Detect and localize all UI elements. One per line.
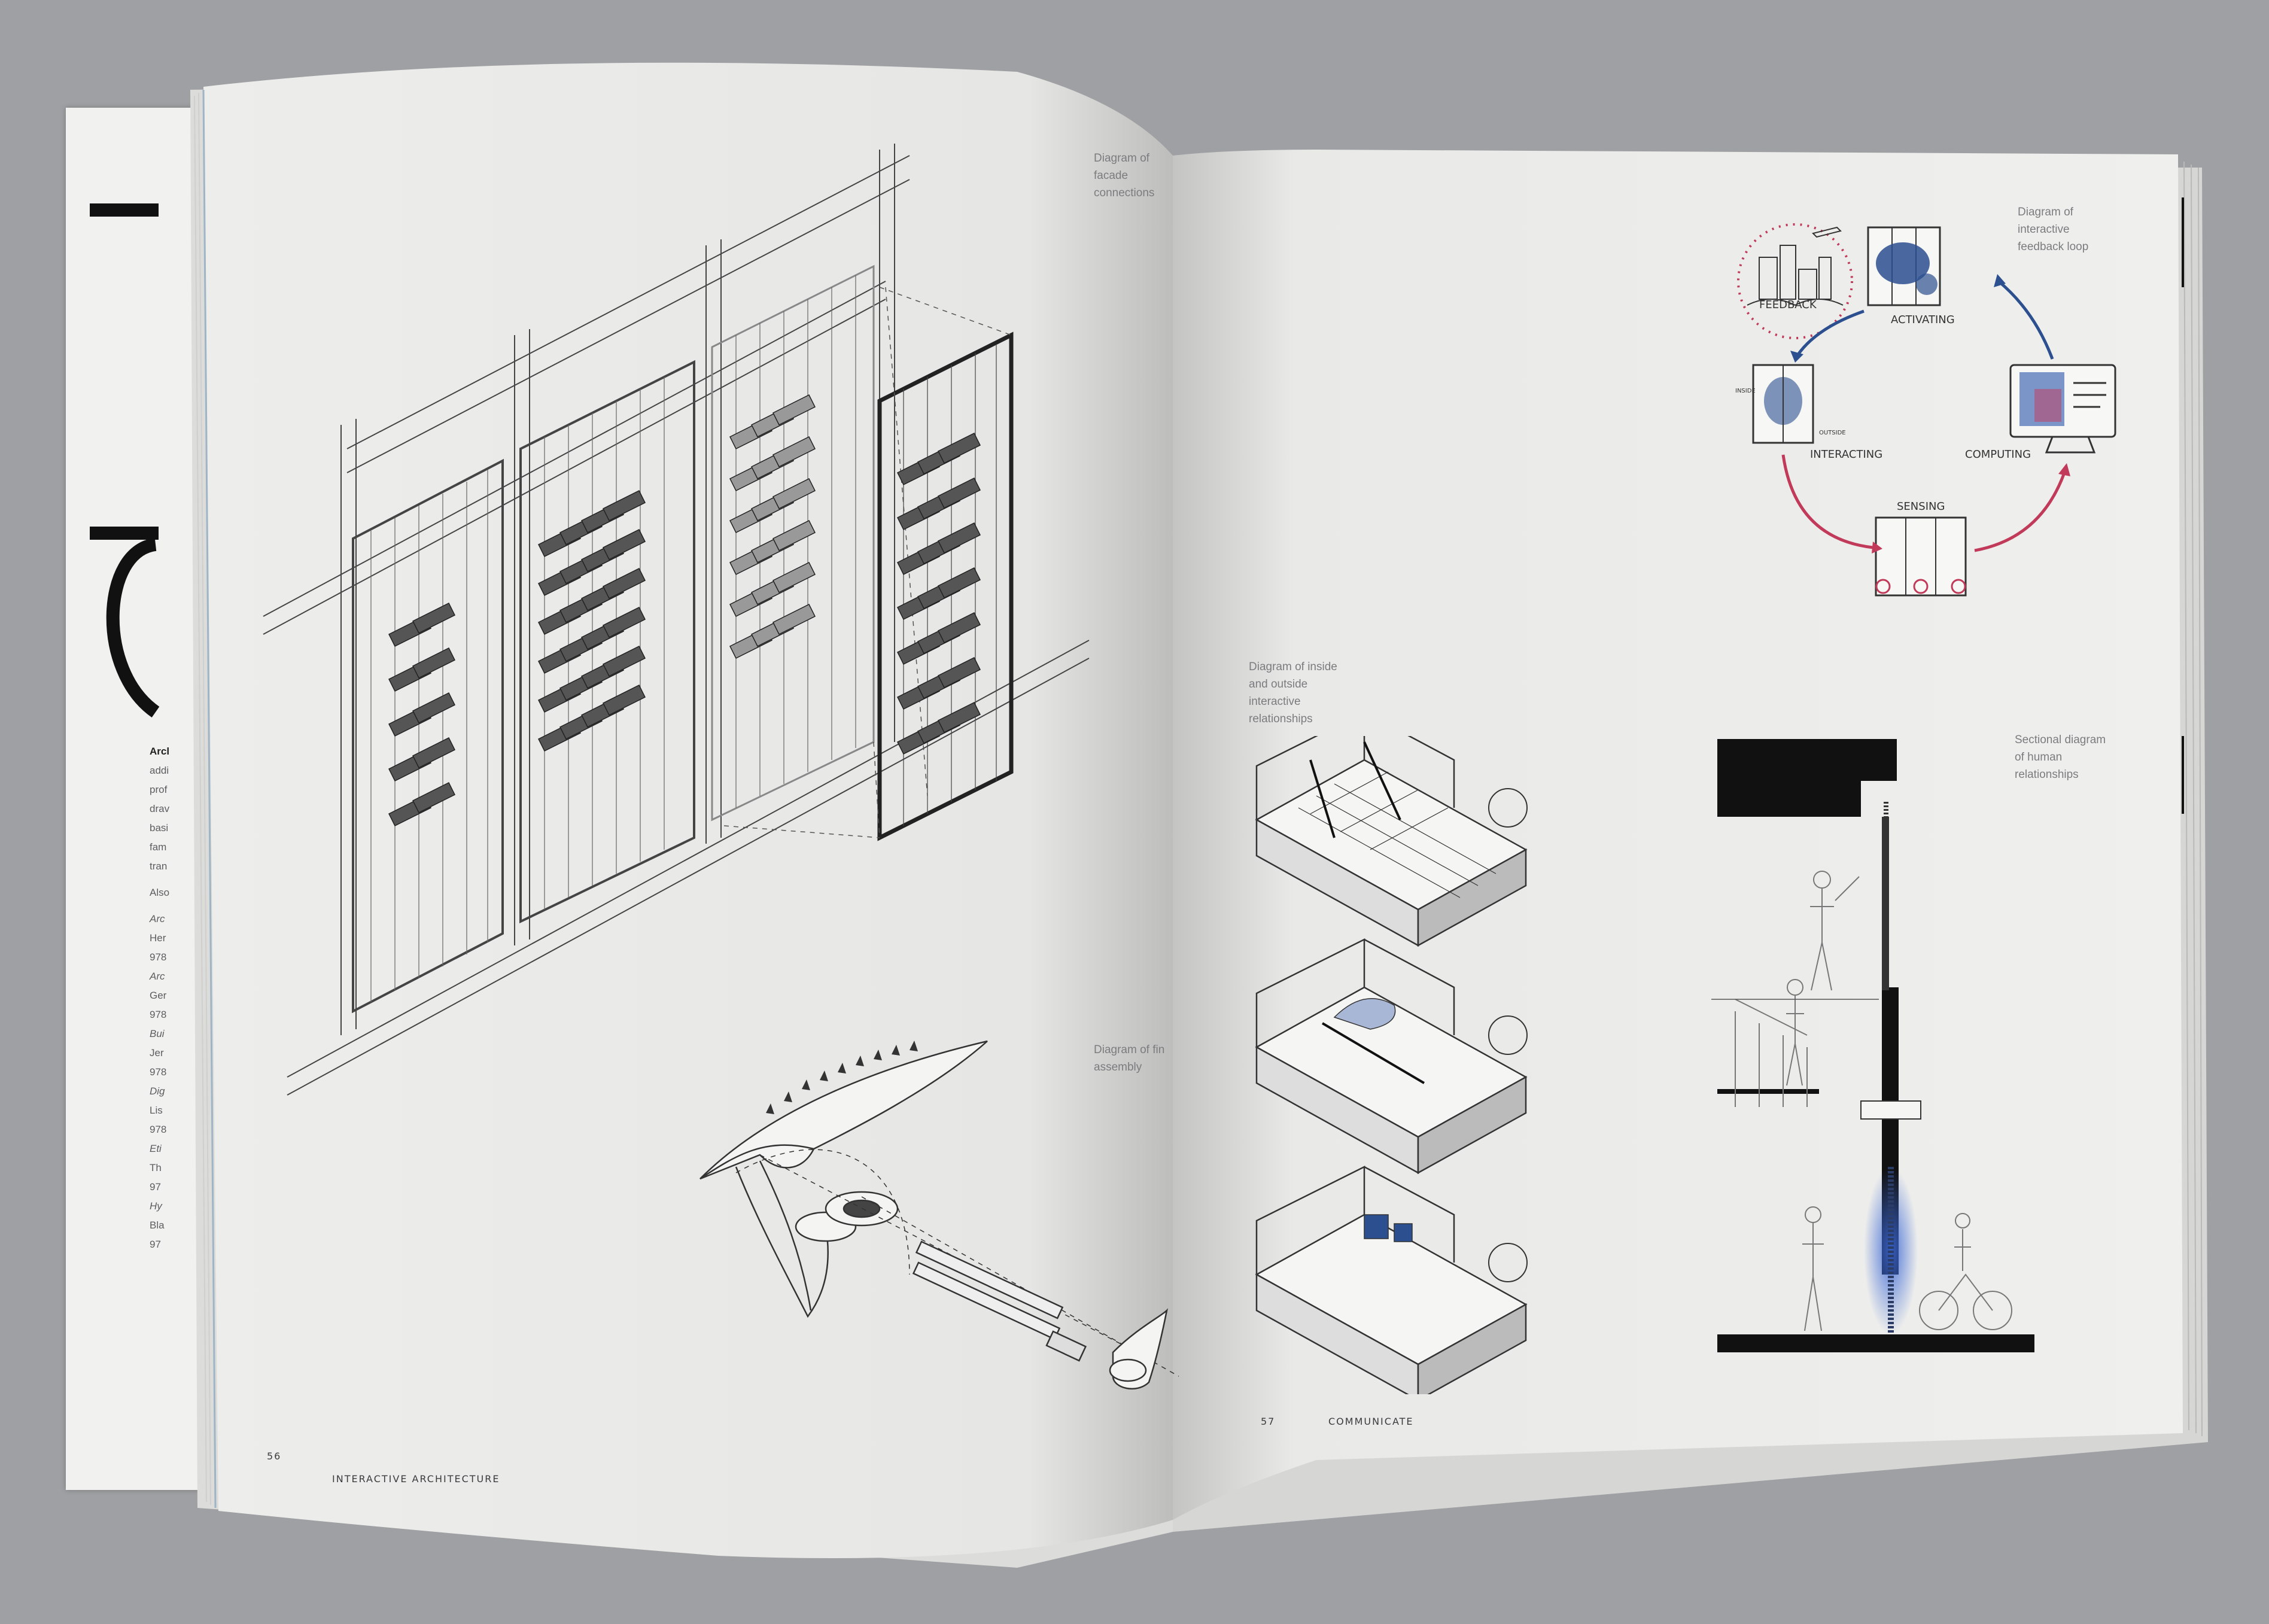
- facade-fin: [937, 432, 981, 464]
- facade-fin: [602, 528, 646, 561]
- city-icon: [1747, 226, 1844, 306]
- facade-fin: [602, 684, 646, 716]
- back-line: drav: [150, 803, 170, 814]
- back-line: Bui: [150, 1028, 165, 1039]
- facade-fin: [937, 656, 981, 689]
- facade-connections-diagram: [263, 144, 1090, 1096]
- facade-fin: [937, 567, 981, 599]
- feedback-circle: [1737, 223, 1853, 339]
- computing-node: [2009, 364, 2116, 454]
- loop-label-activating: ACTIVATING: [1891, 314, 1955, 326]
- back-line: Arc: [150, 971, 165, 982]
- left-page-number: 56: [267, 1450, 282, 1462]
- back-line: 97: [150, 1239, 161, 1250]
- back-line: 978: [150, 1066, 167, 1078]
- room-diagram-1: [1255, 736, 1528, 947]
- back-line: basi: [150, 822, 169, 834]
- loop-label-interacting: INTERACTING: [1810, 448, 1882, 461]
- back-line: Arc: [150, 913, 165, 924]
- right-section-title: COMMUNICATE: [1328, 1416, 1414, 1427]
- back-line: Arcl: [150, 746, 170, 757]
- back-line: Her: [150, 932, 166, 944]
- facade-fin: [937, 612, 981, 644]
- back-line: addi: [150, 765, 169, 776]
- caption-sectional: Sectional diagram of human relationships: [2015, 734, 2106, 781]
- facade-fin: [602, 606, 646, 638]
- arrow-interacting-to-sensing: [1781, 454, 1873, 549]
- facade-fin: [937, 701, 981, 734]
- loop-label-sensing: SENSING: [1897, 500, 1945, 513]
- facade-fin: [412, 737, 456, 769]
- back-line: Also: [150, 887, 170, 898]
- caption-facade-connections: Diagram of facade connections: [1094, 152, 1155, 199]
- caption-feedback-loop: Diagram of interactive feedback loop: [2018, 206, 2089, 253]
- caption-inside-outside: Diagram of inside and outside interactiv…: [1249, 661, 1337, 725]
- loop-label-inside: INSIDE: [1735, 388, 1756, 394]
- back-line: prof: [150, 784, 168, 795]
- room-diagram-2: [1255, 938, 1528, 1175]
- loop-label-computing: COMPUTING: [1965, 448, 2031, 461]
- back-line: Hy: [150, 1200, 162, 1212]
- back-line: 978: [150, 951, 167, 963]
- activating-node: [1867, 226, 1941, 306]
- back-line: Jer: [150, 1047, 164, 1059]
- room-diagram-3: [1255, 1165, 1528, 1394]
- loop-label-outside: OUTSIDE: [1819, 430, 1846, 436]
- back-book-text-column: Arcl addi prof drav basi fam tran Also A…: [150, 742, 221, 1254]
- back-book-graphic-bar-2: [90, 527, 159, 540]
- back-book-graphic-bar-1: [90, 203, 159, 217]
- facade-fin: [412, 781, 456, 814]
- back-line: Ger: [150, 990, 167, 1001]
- arrow-activating-to-interacting: [1793, 309, 1865, 360]
- facade-fin: [412, 602, 456, 634]
- loop-label-feedback: FEEDBACK: [1759, 299, 1817, 311]
- back-book-graphic-arc: [106, 539, 160, 718]
- back-line: Bla: [150, 1219, 165, 1231]
- facade-fin: [602, 489, 646, 522]
- back-line: Dig: [150, 1085, 165, 1097]
- facade-fin: [772, 603, 816, 635]
- caption-fin-assembly: Diagram of fin assembly: [1094, 1044, 1165, 1073]
- human-figures: [1735, 871, 2012, 1331]
- facade-fin: [937, 477, 981, 509]
- arrow-sensing-to-computing: [1974, 472, 2066, 552]
- facade-fin: [772, 478, 816, 510]
- facade-fin: [772, 394, 816, 426]
- back-line: fam: [150, 841, 167, 853]
- right-page-number: 57: [1261, 1416, 1276, 1427]
- sectional-diagram: [1711, 739, 2034, 1352]
- back-line: 978: [150, 1124, 167, 1135]
- back-line: Th: [150, 1162, 162, 1173]
- feedback-loop-diagram: FEEDBACK ACTIVATING INSIDE OUTSIDE INTER…: [1735, 223, 2116, 597]
- left-section-title: INTERACTIVE ARCHITECTURE: [332, 1473, 500, 1485]
- back-line: Lis: [150, 1105, 163, 1116]
- arrow-computing-to-activating: [1997, 280, 2054, 360]
- interacting-node: [1752, 364, 1814, 444]
- facade-fin: [772, 519, 816, 552]
- facade-fin: [412, 647, 456, 679]
- facade-fin: [772, 436, 816, 468]
- left-page: [203, 62, 1173, 1558]
- facade-fin: [412, 692, 456, 724]
- sensing-node: [1875, 516, 1967, 597]
- back-line: 978: [150, 1009, 167, 1020]
- back-line: 97: [150, 1181, 161, 1193]
- fin-assembly-diagram: [699, 1040, 1179, 1390]
- facade-fin: [937, 522, 981, 554]
- back-line: tran: [150, 860, 168, 872]
- facade-fin: [602, 645, 646, 677]
- back-line: Eti: [150, 1143, 162, 1154]
- facade-fin: [772, 561, 816, 594]
- facade-fin: [602, 567, 646, 600]
- right-page: [1173, 150, 2183, 1520]
- inside-outside-diagrams: [1255, 736, 1528, 1394]
